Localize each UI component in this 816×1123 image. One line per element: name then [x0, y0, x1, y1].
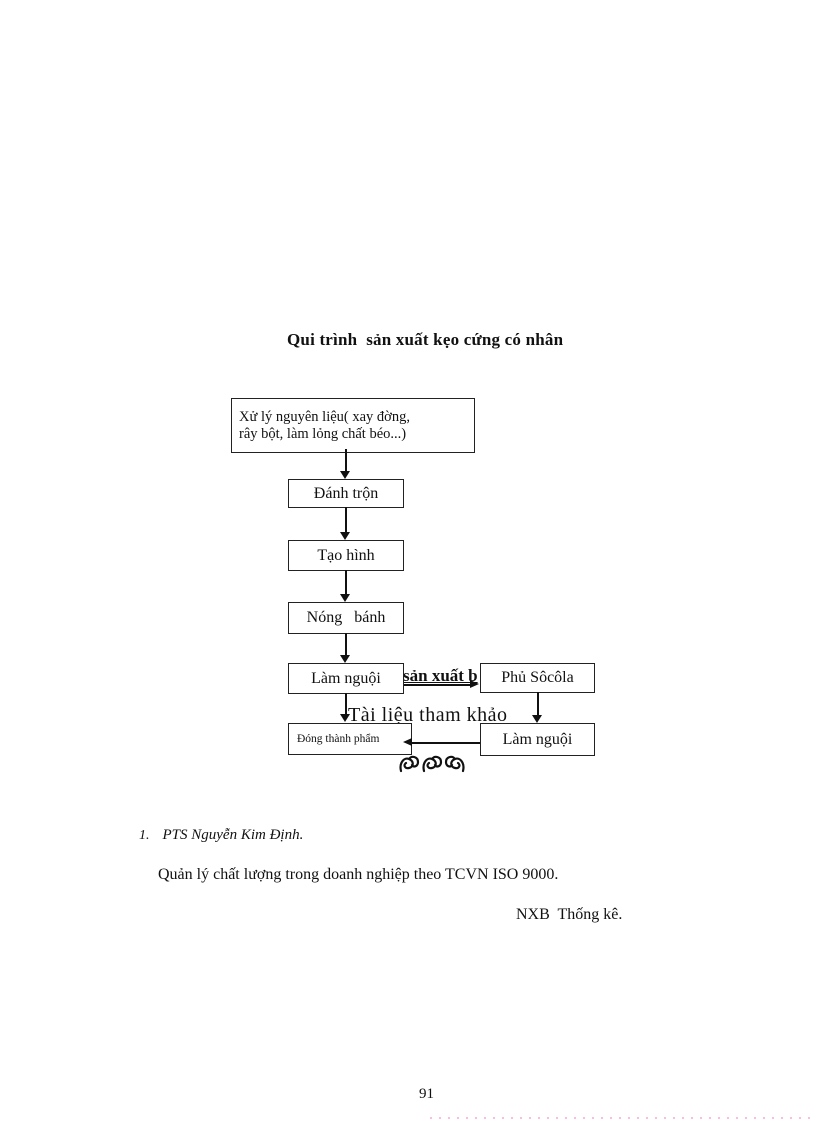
arrow-down-icon — [340, 655, 350, 663]
arrow-shaft-cool-to-pack-horizontal — [410, 742, 480, 744]
flowchart-box-chocolate-coating: Phủ Sôcôla — [480, 663, 595, 693]
arrow-down-icon — [340, 714, 350, 722]
reference-author: PTS Nguyễn Kim Định. — [162, 827, 304, 843]
arrow-right-icon — [470, 680, 479, 688]
flowchart-box-mixing: Đánh trộn — [288, 479, 404, 508]
flowchart-box-cooling-right: Làm nguội — [480, 723, 595, 756]
flowchart-box-packing: Đóng thành phẩm — [288, 723, 412, 755]
arrow-down-icon — [340, 471, 350, 479]
reference-item-number: 1. — [139, 828, 150, 843]
arrow-shaft-chocolate-to-cool — [537, 692, 539, 716]
arrow-shaft-cool-to-chocolate — [404, 684, 472, 686]
reference-work-title: Quản lý chất lượng trong doanh nghiệp th… — [158, 866, 559, 883]
arrow-shaft-cool-to-pack — [345, 693, 347, 715]
flowchart-box-baking: Nóng bánh — [288, 602, 404, 634]
arrow-shaft-bake-to-cool — [345, 633, 347, 656]
footer-dotted-line — [430, 1117, 816, 1119]
reference-publisher: NXB Thống kê. — [516, 906, 623, 923]
references-heading-overlap: Tài liệu tham khảo — [348, 704, 508, 726]
arrow-down-icon — [340, 532, 350, 540]
arrow-down-icon — [340, 594, 350, 602]
overlapping-bold-heading-fragment: sản xuất b — [403, 666, 478, 685]
flowchart-box-cooling-left: Làm nguội — [288, 663, 404, 694]
page-number: 91 — [419, 1086, 434, 1102]
arrow-down-icon — [532, 715, 542, 723]
flowchart-title: Qui trình sản xuất kẹo cứng có nhân — [287, 330, 564, 349]
scroll-flourish-divider-icon — [399, 755, 465, 773]
flowchart-box-raw-processing: Xử lý nguyên liệu( xay đờng, rây bột, là… — [231, 398, 475, 453]
flowchart-box-shaping: Tạo hình — [288, 540, 404, 571]
arrow-shaft-shape-to-bake — [345, 570, 347, 595]
arrow-left-icon — [403, 738, 412, 746]
reference-item: 1. PTS Nguyễn Kim Định. — [139, 827, 303, 844]
arrow-shaft-mix-to-shape — [345, 507, 347, 533]
arrow-shaft-raw-to-mix — [345, 449, 347, 472]
